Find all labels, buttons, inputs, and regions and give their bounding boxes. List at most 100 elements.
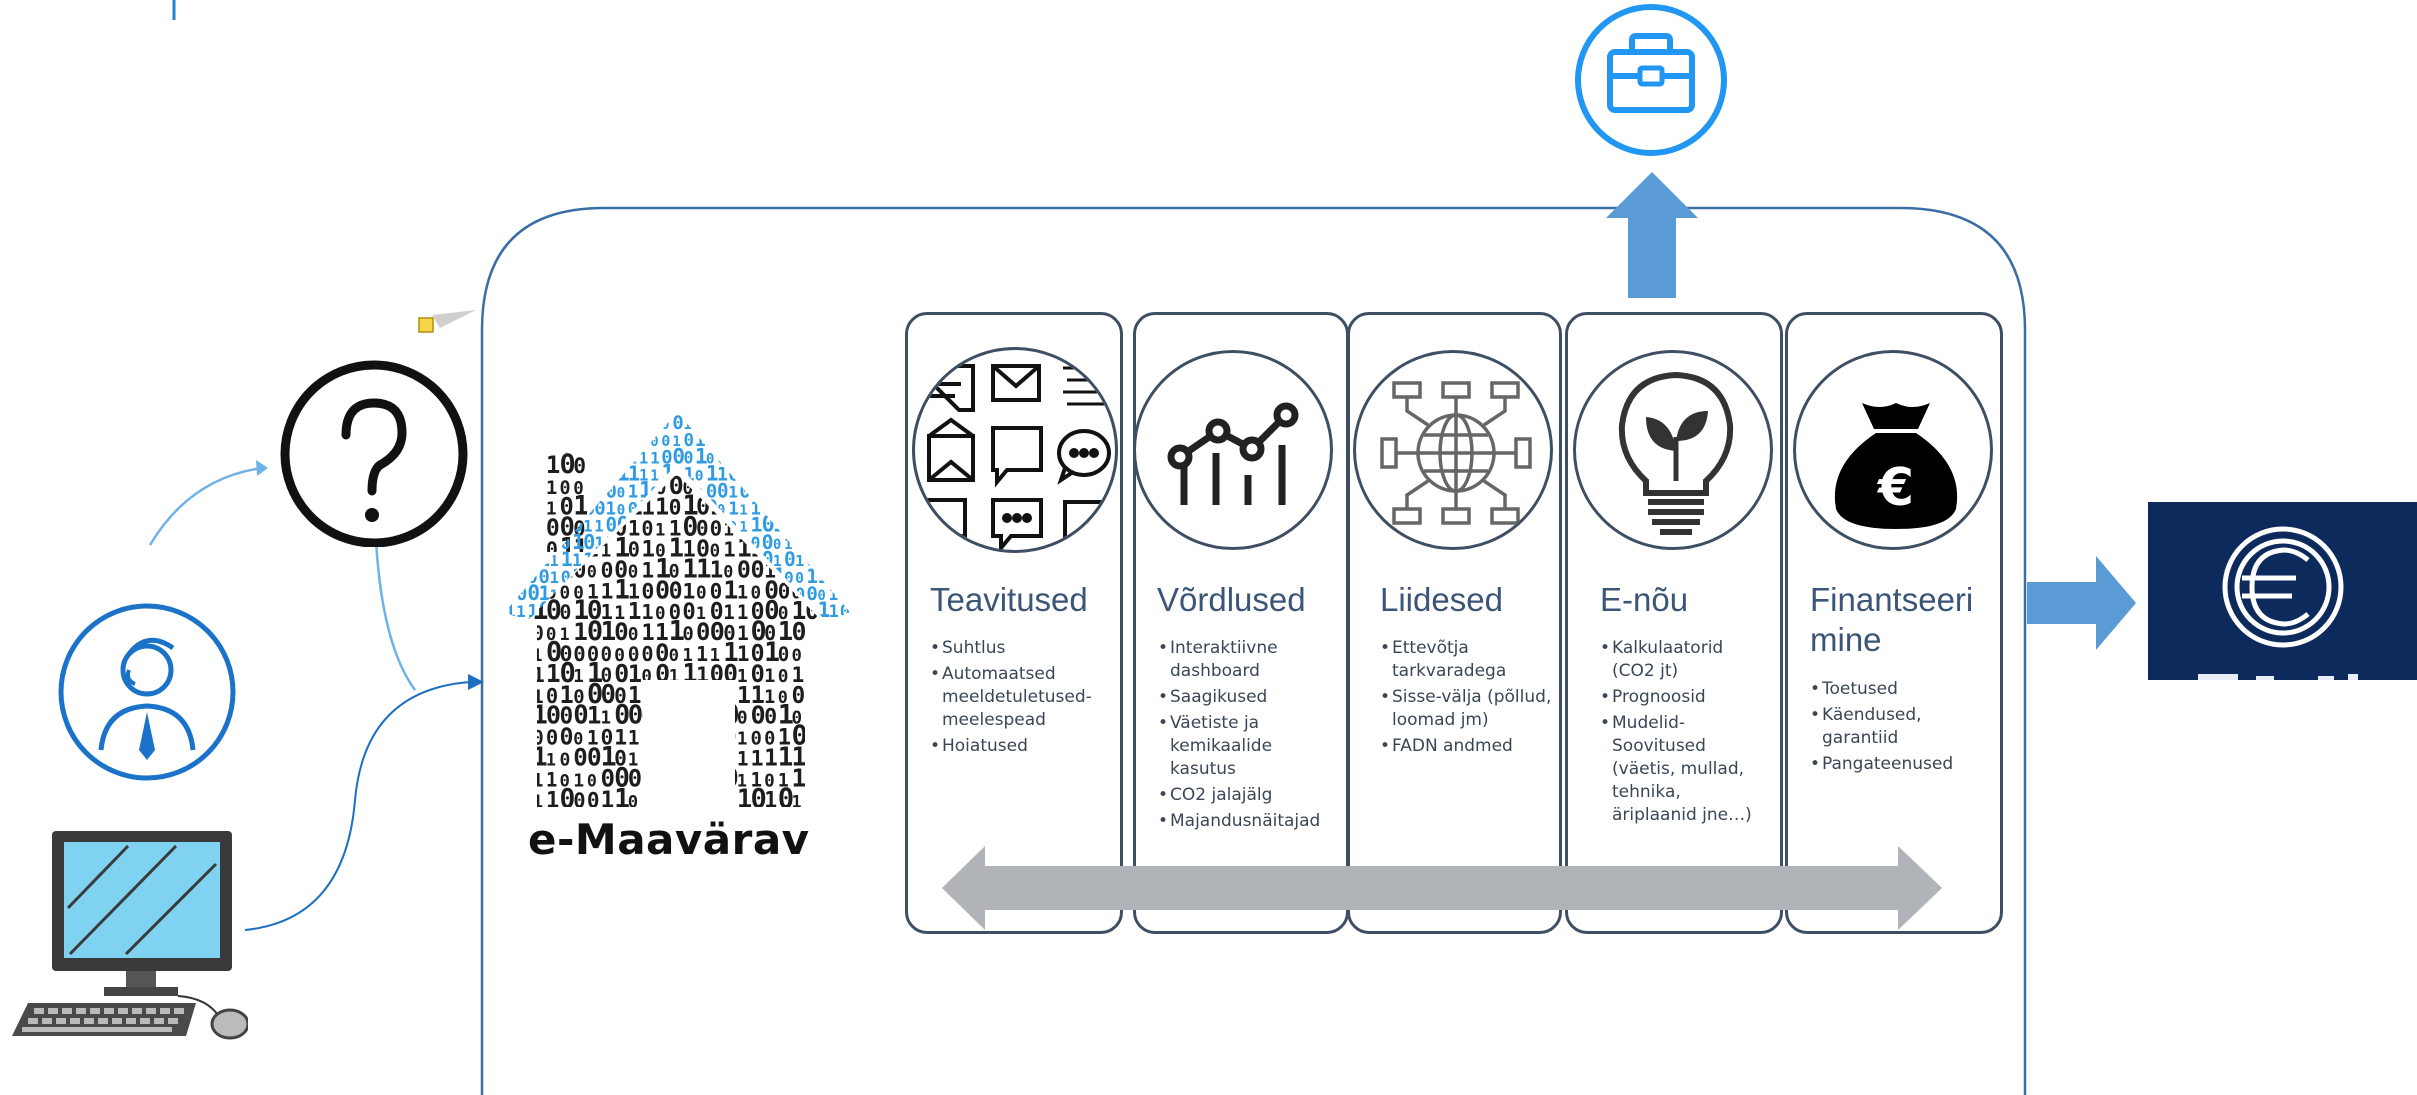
svg-text:0: 0 (605, 514, 617, 537)
svg-text:1: 1 (778, 725, 791, 751)
svg-text:0: 0 (587, 642, 599, 666)
svg-text:0: 0 (587, 743, 602, 772)
svg-text:1: 1 (791, 596, 806, 625)
svg-text:1: 1 (710, 646, 720, 666)
list-item: Suhtlus (930, 637, 1110, 660)
list-item: Kalkulaatorid (CO2 jt) (1600, 637, 1760, 683)
line-chart-icon (1133, 350, 1333, 550)
briefcase-icon (1570, 2, 1732, 164)
platform-frame (480, 206, 2027, 1095)
svg-text:1: 1 (682, 537, 695, 563)
svg-text:0: 0 (573, 729, 583, 749)
svg-text:1: 1 (723, 520, 734, 541)
svg-text:0: 0 (696, 536, 710, 563)
svg-text:0: 0 (614, 683, 627, 708)
svg-text:1: 1 (605, 500, 616, 520)
list-item: Väetiste ja kemikaalide kasutus (1158, 712, 1333, 781)
list-item: Automaatsed meeldetuletused-meelespead (930, 663, 1110, 732)
finance-panel (2148, 502, 2417, 680)
svg-text:1: 1 (583, 517, 592, 536)
svg-text:0: 0 (669, 646, 679, 666)
svg-text:1: 1 (587, 658, 603, 689)
svg-text:0: 0 (682, 512, 698, 543)
svg-text:1: 1 (723, 601, 735, 624)
svg-text:1: 1 (560, 624, 570, 644)
svg-text:0: 0 (561, 567, 571, 587)
svg-text:0: 0 (778, 603, 789, 624)
svg-text:0: 0 (669, 561, 680, 582)
svg-text:1: 1 (573, 667, 584, 687)
svg-text:1: 1 (710, 557, 724, 583)
list-item: Saagikused (1158, 686, 1333, 709)
question-mark-icon (262, 357, 492, 547)
svg-text:1: 1 (672, 434, 680, 450)
svg-text:1: 1 (650, 467, 659, 484)
svg-text:0: 0 (669, 577, 683, 604)
svg-text:1: 1 (600, 600, 612, 624)
svg-text:0: 0 (560, 724, 574, 751)
svg-text:0: 0 (587, 679, 603, 710)
list-item: Ettevõtja tarkvaradega (1380, 637, 1552, 683)
svg-text:1: 1 (706, 461, 719, 485)
svg-text:1: 1 (778, 617, 793, 647)
list-item: Pangateenused (1810, 753, 1980, 776)
svg-text:1: 1 (655, 521, 665, 541)
svg-text:1: 1 (561, 548, 573, 571)
svg-text:1: 1 (546, 659, 561, 688)
svg-text:0: 0 (764, 729, 775, 750)
svg-text:0: 0 (655, 575, 670, 604)
svg-text:0: 0 (710, 517, 723, 541)
svg-text:1: 1 (682, 554, 698, 584)
svg-text:0: 0 (600, 680, 615, 710)
svg-text:0: 0 (546, 595, 562, 626)
svg-text:1: 1 (784, 537, 793, 553)
svg-text:1: 1 (516, 602, 526, 621)
svg-text:0: 0 (672, 412, 684, 417)
svg-text:1: 1 (795, 552, 804, 570)
svg-text:1: 1 (737, 601, 749, 624)
svg-text:1: 1 (829, 601, 839, 621)
svg-text:0: 0 (628, 701, 643, 731)
svg-text:1: 1 (739, 503, 747, 519)
svg-text:1: 1 (594, 534, 604, 553)
svg-text:1: 1 (650, 448, 660, 467)
svg-text:0: 0 (795, 570, 804, 587)
svg-text:1: 1 (778, 743, 794, 773)
svg-text:1: 1 (739, 520, 747, 536)
annotation-marker (418, 317, 434, 333)
module-bullets-finantseerimine: Toetused Käendused, garantiid Pangateenu… (1810, 678, 1980, 779)
svg-text:0: 0 (706, 481, 717, 503)
user-to-question-arrowhead (256, 460, 268, 476)
svg-text:0: 0 (806, 583, 817, 605)
svg-text:0: 0 (594, 498, 605, 520)
svg-text:1: 1 (573, 491, 589, 522)
svg-text:1: 1 (600, 541, 611, 562)
svg-text:0: 0 (791, 709, 802, 729)
svg-text:1: 1 (628, 660, 642, 688)
svg-text:1: 1 (728, 500, 739, 520)
computer-to-frame-arrowhead (468, 674, 484, 690)
svg-text:0: 0 (773, 537, 782, 553)
svg-text:0: 0 (784, 548, 796, 571)
svg-text:1: 1 (600, 617, 616, 647)
svg-text:0: 0 (628, 792, 638, 810)
svg-text:1: 1 (695, 430, 706, 451)
svg-text:1: 1 (764, 788, 777, 810)
annotation-pointer (432, 310, 476, 328)
svg-text:0: 0 (751, 597, 765, 625)
svg-text:0: 0 (573, 701, 588, 731)
svg-text:0: 0 (560, 704, 574, 730)
svg-text:0: 0 (655, 639, 669, 667)
svg-text:0: 0 (695, 467, 704, 484)
svg-text:1: 1 (764, 559, 776, 582)
svg-text:1: 1 (546, 451, 560, 479)
svg-text:0: 0 (617, 503, 626, 519)
svg-text:1: 1 (723, 538, 735, 562)
svg-text:0: 0 (561, 534, 571, 553)
svg-text:0: 0 (560, 432, 574, 458)
svg-text:0: 0 (573, 642, 585, 666)
list-item: Prognoosid (1600, 686, 1760, 709)
svg-text:1: 1 (527, 601, 538, 622)
svg-text:1: 1 (737, 666, 748, 687)
